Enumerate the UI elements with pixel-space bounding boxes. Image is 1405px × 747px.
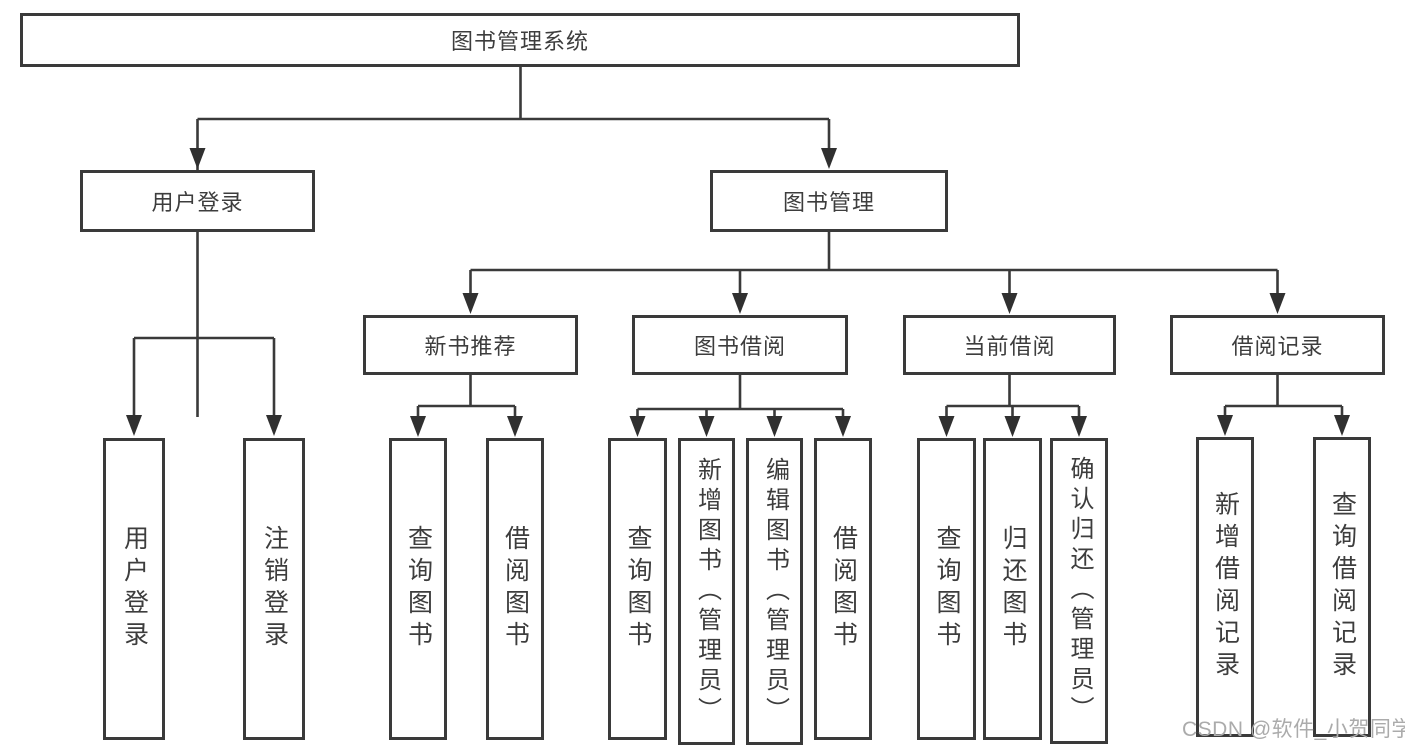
leaf-user-login: 用户登录	[103, 438, 165, 740]
arrowhead-leaf-query-record	[1334, 415, 1350, 436]
arrowhead-leaf-query-book-rec	[410, 416, 426, 437]
arrowhead-leaf-edit-book	[766, 416, 783, 437]
node-borrowing-records: 借阅记录	[1170, 315, 1385, 375]
connector-book-borrow-to-leaves	[636, 375, 845, 417]
csdn-watermark: CSDN @软件_小贺同学	[1182, 718, 1405, 741]
leaf-add-borrowing-record: 新增借阅记录	[1196, 437, 1254, 737]
node-library-management-system: 图书管理系统	[20, 13, 1020, 67]
arrowhead-leaf-borrow-book-rec	[507, 416, 523, 437]
arrowhead-leaf-logout	[266, 415, 282, 436]
arrowhead-new-book-rec	[462, 293, 479, 314]
arrowhead-leaf-add-book	[698, 416, 715, 437]
leaf-borrow-books-recommendation: 借阅图书	[486, 438, 544, 740]
leaf-add-books-admin: 新增图书（管理员）	[678, 438, 735, 745]
leaf-confirm-return-admin: 确认归还（管理员）	[1050, 438, 1108, 744]
leaf-return-books: 归还图书	[983, 438, 1042, 740]
arrowhead-current-borrow	[1001, 293, 1018, 314]
arrowhead-leaf-return-book	[1004, 416, 1021, 437]
leaf-query-books-recommendation: 查询图书	[389, 438, 447, 740]
connector-root-to-level1	[196, 67, 831, 417]
leaf-edit-books-admin: 编辑图书（管理员）	[746, 438, 803, 745]
arrowhead-leaf-confirm-return	[1071, 416, 1087, 437]
connector-user-login-to-leaves	[132, 336, 276, 417]
arrowhead-leaf-user-login	[126, 415, 142, 436]
node-current-borrowing: 当前借阅	[903, 315, 1116, 375]
arrowhead-leaf-add-record	[1217, 415, 1233, 436]
connector-book-mgmt-to-level2	[469, 232, 1279, 296]
node-user-login: 用户登录	[80, 170, 315, 232]
node-book-borrowing: 图书借阅	[632, 315, 848, 375]
leaf-query-borrowing-record: 查询借阅记录	[1313, 437, 1371, 737]
connector-new-book-rec-to-leaves	[416, 375, 517, 417]
connector-borrow-record-to-leaves	[1223, 375, 1344, 417]
leaf-query-books-current: 查询图书	[917, 438, 976, 740]
leaf-logout: 注销登录	[243, 438, 305, 740]
connector-current-borrow-to-leaves	[945, 375, 1081, 417]
leaf-borrow-books-borrowing: 借阅图书	[814, 438, 872, 740]
arrowhead-leaf-borrow-book-bor	[835, 416, 851, 437]
arrowhead-leaf-query-book-cur	[938, 416, 955, 437]
node-book-management: 图书管理	[710, 170, 948, 232]
arrowhead-user-login	[189, 148, 206, 169]
arrowhead-book-borrow	[732, 293, 748, 314]
arrowhead-borrow-record	[1269, 293, 1286, 314]
leaf-query-books-borrowing: 查询图书	[608, 438, 667, 740]
arrowhead-book-mgmt	[821, 148, 837, 169]
arrowhead-leaf-query-book-bor	[629, 416, 646, 437]
node-new-book-recommendation: 新书推荐	[363, 315, 578, 375]
